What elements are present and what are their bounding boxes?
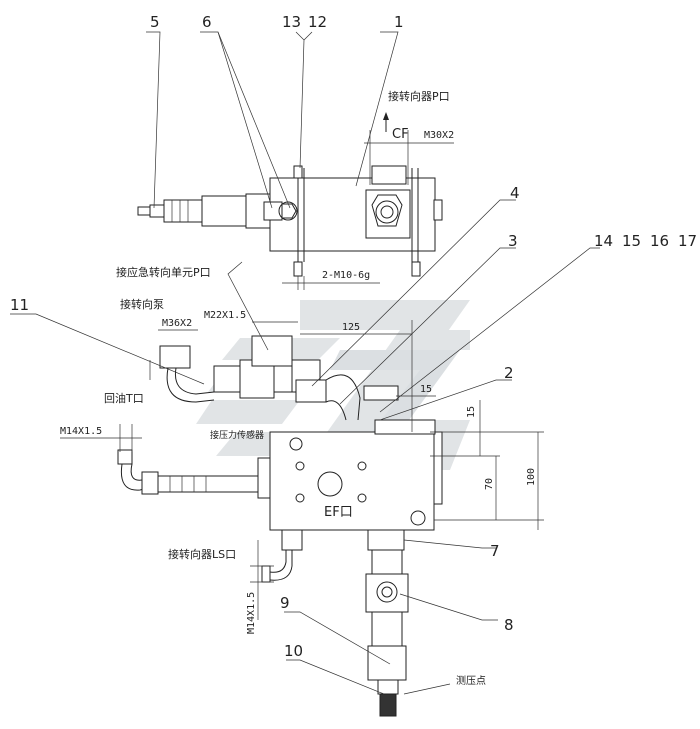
- label-emergency-p-port: 接应急转向单元P口: [116, 265, 211, 279]
- part-number-4: 4: [510, 184, 520, 202]
- part-number-1: 1: [394, 13, 404, 31]
- valve-body-front: [269, 431, 435, 531]
- dim-m22x1-5: M22X1.5: [204, 310, 246, 321]
- dim-15-b: 15: [466, 406, 477, 418]
- label-steering-ls-port: 接转向器LS口: [168, 547, 236, 561]
- dim-m14x1-5-bottom: M14X1.5: [246, 592, 257, 634]
- dim-m14x1-5-top: M14X1.5: [60, 426, 102, 437]
- part-number-14: 14: [594, 232, 613, 250]
- dim-100: 100: [526, 468, 537, 486]
- part-number-6: 6: [202, 13, 212, 31]
- part-number-7: 7: [490, 542, 500, 560]
- label-pressure-sensor: 接压力传感器: [210, 429, 264, 441]
- part-number-17: 17: [678, 232, 697, 250]
- part-number-2: 2: [504, 364, 514, 382]
- label-return-t-port: 回油T口: [104, 391, 144, 405]
- dim-bolts-m10: 2-M10-6g: [322, 270, 370, 281]
- part-number-3: 3: [508, 232, 518, 250]
- part-number-12: 12: [308, 13, 327, 31]
- part-number-9: 9: [280, 594, 290, 612]
- label-cf-port: CF: [392, 127, 409, 142]
- part-number-5: 5: [150, 13, 160, 31]
- part-number-11: 11: [10, 296, 29, 314]
- part-number-13: 13: [282, 13, 301, 31]
- part-number-16: 16: [650, 232, 669, 250]
- label-ef-port: EF口: [324, 505, 353, 520]
- label-steering-pump: 接转向泵: [120, 297, 164, 311]
- part-number-10: 10: [284, 642, 303, 660]
- part-number-15: 15: [622, 232, 641, 250]
- dim-70: 70: [484, 478, 495, 490]
- top-view: [137, 31, 454, 290]
- front-view: [10, 199, 600, 717]
- label-test-point: 测压点: [456, 674, 486, 687]
- dim-15-a: 15: [420, 384, 432, 395]
- part-number-8: 8: [504, 616, 514, 634]
- dim-m30x2: M30X2: [424, 130, 454, 141]
- label-steering-p-port: 接转向器P口: [388, 89, 450, 103]
- dim-125: 125: [342, 322, 360, 333]
- dim-m36x2: M36X2: [162, 318, 192, 329]
